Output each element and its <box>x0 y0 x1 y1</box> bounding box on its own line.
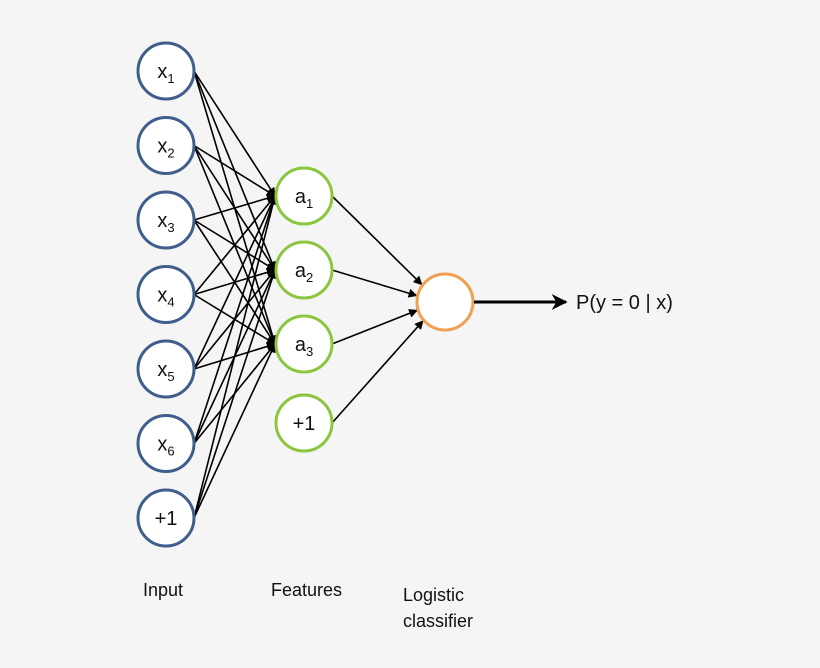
features-caption: Features <box>271 580 342 600</box>
input-node-7-label: +1 <box>155 508 178 530</box>
input-node-6-label: x6 <box>157 434 174 459</box>
input-node-3-label: x3 <box>157 210 174 235</box>
output-node <box>415 272 475 332</box>
classifier-caption-line2: classifier <box>403 611 473 631</box>
feature-node-3-circle <box>274 314 334 374</box>
connections <box>193 70 424 519</box>
input-node-5-circle <box>136 339 196 399</box>
input-node-7-circle <box>136 488 196 548</box>
feature-bias-node: +1 <box>274 393 334 453</box>
input-node-4: x4 <box>136 265 196 324</box>
input-node-3-label-sub: 3 <box>167 220 174 235</box>
input-node-2-label: x2 <box>157 136 174 161</box>
input-node-6-label-sub: 6 <box>167 444 174 459</box>
feature-node-1-label-sub: 1 <box>306 196 313 211</box>
classifier-caption-line1: Logistic <box>403 585 464 605</box>
input-node-1-circle <box>136 41 196 101</box>
edge-input6-feature1 <box>193 195 277 444</box>
edge-input5-feature1 <box>193 195 276 370</box>
input-node-2: x2 <box>136 116 196 175</box>
input-node-7: +1 <box>136 488 196 548</box>
input-node-4-circle <box>136 265 196 324</box>
feature-node-3-label: a3 <box>295 334 313 359</box>
input-node-5-label-sub: 5 <box>167 369 174 384</box>
input-node-2-label-sub: 2 <box>167 146 174 161</box>
edge-input2-feature1 <box>193 144 276 197</box>
input-node-6: x6 <box>136 414 196 473</box>
input-node-5-label: x5 <box>157 359 174 384</box>
feature-node-3: a3 <box>274 314 334 374</box>
edge-input7-feature2 <box>193 269 277 519</box>
input-node-4-label: x4 <box>157 285 174 310</box>
feature-node-2: a2 <box>274 240 334 300</box>
feature-node-1: a1 <box>274 166 334 226</box>
input-node-1-label: x1 <box>157 61 174 86</box>
input-caption: Input <box>143 580 183 600</box>
feature-bias-node-label-base: +1 <box>293 413 316 435</box>
output-label: P(y = 0 | x) <box>576 292 673 314</box>
feature-node-2-label-sub: 2 <box>306 270 313 285</box>
edge-input1-feature1 <box>193 70 276 197</box>
edge-input7-feature1 <box>193 195 278 519</box>
feature-bias-node-label: +1 <box>293 413 316 435</box>
feature-node-3-label-base: a <box>295 334 307 356</box>
input-node-3-circle <box>136 190 196 250</box>
feature-node-2-label-base: a <box>295 260 307 282</box>
input-node-5-label-base: x <box>157 359 167 381</box>
edge-input7-feature3 <box>193 343 276 519</box>
input-node-2-label-base: x <box>157 136 167 158</box>
input-node-6-label-base: x <box>157 434 167 456</box>
input-node-5: x5 <box>136 339 196 399</box>
input-node-2-circle <box>136 116 196 175</box>
input-node-4-label-sub: 4 <box>167 295 174 310</box>
feature-node-2-label: a2 <box>295 260 313 285</box>
feature-bias-node-circle <box>274 393 334 453</box>
input-node-1: x1 <box>136 41 196 101</box>
input-node-7-label-base: +1 <box>155 508 178 530</box>
input-node-1-label-base: x <box>157 61 167 83</box>
input-node-3-label-base: x <box>157 210 167 232</box>
input-node-3: x3 <box>136 190 196 250</box>
edge-feature2-output <box>331 269 418 298</box>
feature-node-1-label: a1 <box>295 186 313 211</box>
output-node-circle <box>415 272 475 332</box>
input-node-1-label-sub: 1 <box>167 71 174 86</box>
edge-feature4-output <box>331 320 424 424</box>
feature-node-3-label-sub: 3 <box>306 344 313 359</box>
input-node-4-label-base: x <box>157 285 167 307</box>
edge-input3-feature1 <box>193 193 276 221</box>
feature-node-1-circle <box>274 166 334 226</box>
edge-feature1-output <box>331 195 423 286</box>
edge-feature3-output <box>331 309 419 345</box>
feature-node-2-circle <box>274 240 334 300</box>
edge-input4-feature1 <box>193 195 276 296</box>
input-node-6-circle <box>136 414 196 473</box>
feature-node-1-label-base: a <box>295 186 307 208</box>
